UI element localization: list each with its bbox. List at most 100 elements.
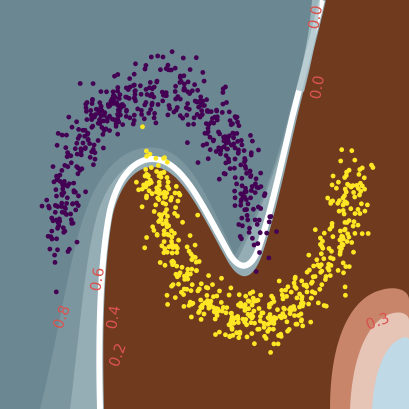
class-1-point [357,211,363,217]
class-0-point [84,117,90,122]
class-0-point [113,95,118,100]
class-1-point [267,302,272,307]
decision-boundary-line [96,0,325,409]
class-0-point [264,230,270,236]
class-0-point [91,142,97,148]
class-0-point [102,112,107,118]
class-1-point [256,306,262,311]
class-1-point [160,221,166,227]
class-0-point [89,115,95,120]
class-1-point [227,333,233,339]
class-1-point [141,182,147,188]
class-1-point [218,300,224,305]
class-0-point [90,81,96,86]
class-1-point [189,314,194,320]
class-1-point [355,222,361,228]
class-1-point [219,275,224,281]
class-1-point [187,233,193,239]
class-1-point [281,305,287,311]
class-0-point [240,193,246,199]
class-1-point [297,291,302,297]
class-1-point [144,171,150,177]
class-1-point [310,274,316,280]
class-1-point [262,333,267,339]
class-1-point [176,237,182,243]
class-0-point [172,65,178,71]
class-1-point [169,239,174,244]
class-0-point [89,124,95,130]
class-0-point [181,73,187,79]
class-1-point [173,271,179,277]
class-1-point [319,282,325,288]
class-0-point [201,78,207,84]
class-1-point [184,244,190,250]
class-0-point [83,189,88,195]
class-0-point [247,168,253,174]
class-1-point [350,223,356,229]
class-0-point [62,205,68,211]
class-0-point [232,203,238,209]
class-0-point [192,82,198,88]
class-0-point [226,133,232,139]
class-1-point [249,331,255,336]
class-1-point [326,246,332,251]
class-1-point [369,162,374,168]
class-1-point [270,295,276,301]
class-1-point [309,295,314,301]
class-0-point [253,176,259,182]
class-1-point [342,284,348,290]
class-1-point [312,290,318,296]
class-1-point [155,163,161,168]
class-0-point [197,114,203,120]
class-0-point [220,90,226,95]
class-0-point [92,156,98,162]
class-1-point [217,288,222,294]
class-1-point [243,293,249,299]
class-1-point [165,302,171,307]
class-0-point [234,131,240,136]
class-0-point [165,112,171,118]
class-1-point [199,305,205,310]
class-1-point [312,227,318,233]
class-1-point [309,280,314,286]
class-1-point [196,259,202,264]
class-0-point [226,109,232,115]
class-0-point [138,91,144,97]
class-0-point [104,89,109,95]
class-0-point [124,108,129,114]
class-1-point [326,267,332,273]
class-1-point [319,244,325,249]
class-0-point [74,239,80,245]
class-0-point [184,112,190,118]
class-1-point [251,308,257,314]
class-0-point [247,225,252,231]
class-1-point [349,240,355,245]
class-0-point [74,119,79,125]
class-1-point [156,173,162,179]
class-0-point [115,112,120,117]
class-1-point [338,158,344,164]
class-1-point [362,186,367,192]
class-0-point [133,61,138,67]
class-0-point [141,116,147,122]
class-1-point [226,322,232,328]
class-1-point [257,318,263,324]
class-1-point [365,202,370,208]
class-0-point [228,122,234,128]
class-1-point [174,250,180,256]
class-0-point [166,103,172,108]
class-1-point [142,245,148,251]
class-0-point [216,176,222,182]
class-1-point [352,231,358,236]
class-0-point [203,121,209,126]
class-1-point [282,314,288,320]
class-0-point [64,195,70,201]
class-1-point [359,165,365,171]
class-0-point [46,203,51,209]
class-0-point [75,171,81,177]
class-0-point [142,102,148,108]
class-1-point [276,278,282,284]
class-1-point [339,246,344,251]
class-0-point [252,217,258,223]
class-0-point [112,117,118,123]
